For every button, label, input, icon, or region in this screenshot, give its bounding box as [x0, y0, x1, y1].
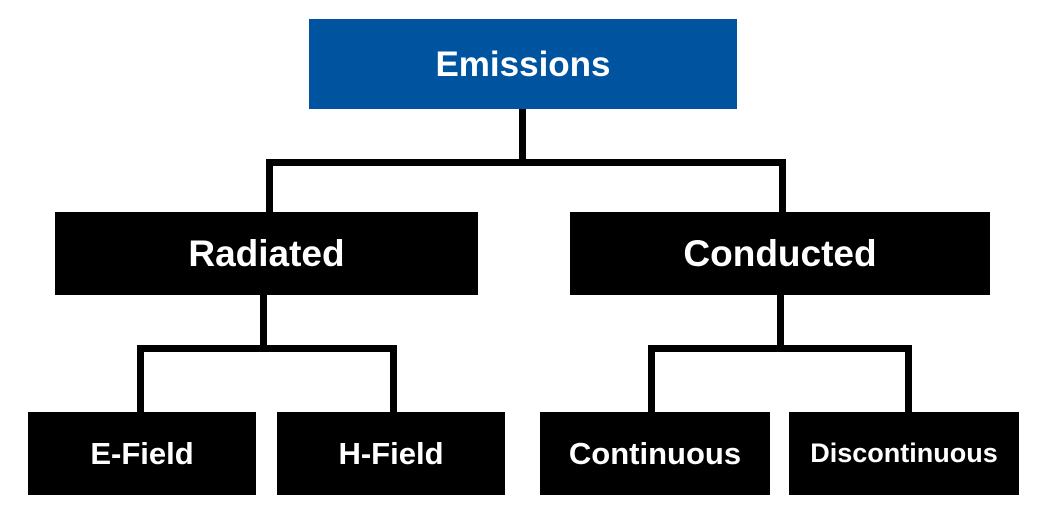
- connector-radiated-stem: [260, 295, 267, 351]
- connector-conducted-horizontal: [648, 345, 912, 352]
- connector-conducted-stem: [777, 295, 784, 351]
- connector-emissions-stem: [519, 109, 526, 166]
- node-h-field-label: H-Field: [338, 436, 444, 471]
- node-conducted: Conducted: [570, 212, 990, 295]
- node-continuous: Continuous: [540, 412, 770, 495]
- connector-emissions-horizontal: [266, 159, 786, 166]
- node-e-field: E-Field: [28, 412, 256, 495]
- node-radiated: Radiated: [55, 212, 478, 295]
- node-h-field: H-Field: [277, 412, 505, 495]
- connector-radiated-horizontal: [137, 345, 397, 352]
- connector-drop-continuous: [648, 345, 655, 415]
- connector-drop-conducted: [779, 159, 786, 215]
- node-emissions: Emissions: [309, 19, 737, 109]
- node-continuous-label: Continuous: [568, 436, 742, 471]
- node-discontinuous-label: Discontinuous: [810, 438, 998, 468]
- node-conducted-label: Conducted: [683, 233, 877, 274]
- node-e-field-label: E-Field: [90, 436, 194, 471]
- connector-drop-discontinuous: [905, 345, 912, 415]
- connector-drop-e-field: [137, 345, 144, 415]
- connector-drop-radiated: [266, 159, 273, 215]
- node-emissions-label: Emissions: [435, 44, 611, 84]
- node-radiated-label: Radiated: [188, 233, 345, 274]
- node-discontinuous: Discontinuous: [789, 412, 1019, 495]
- connector-drop-h-field: [390, 345, 397, 415]
